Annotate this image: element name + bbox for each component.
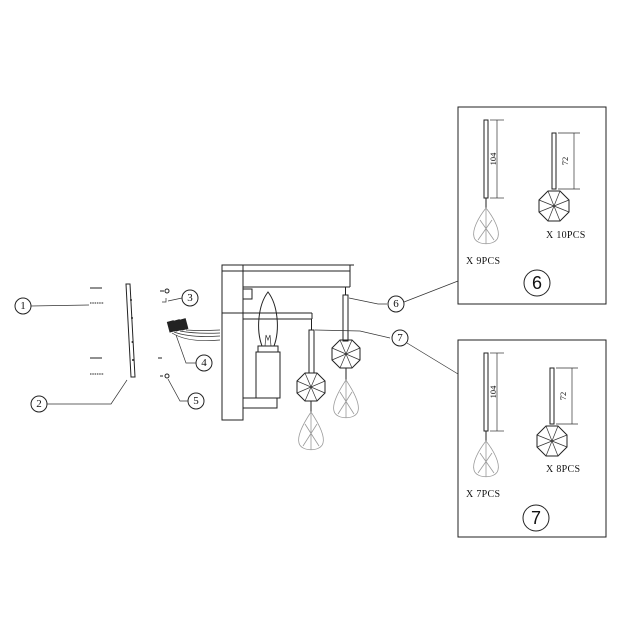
panel-7-long-dim: 104	[488, 385, 498, 399]
panel-6-short-qty: X 10PCS	[546, 230, 586, 241]
callout-5-label: 5	[193, 395, 199, 407]
panel-7-short-dim: 72	[558, 392, 568, 401]
screws-part-1	[90, 287, 104, 375]
callout-4-label: 4	[201, 357, 207, 369]
callout-5: 5	[167, 378, 205, 410]
panel-6-long-dim: 104	[488, 152, 498, 166]
panel-6-long-rod: 104	[473, 119, 504, 245]
callout-2-label: 2	[36, 398, 42, 410]
panel-7-short-rod: 72	[536, 367, 578, 457]
panel-6-short-rod: 72	[538, 132, 580, 222]
panel-6-long-qty: X 9PCS	[466, 256, 500, 267]
crystal-hanger-long	[331, 287, 361, 419]
panel-7-short-qty: X 8PCS	[546, 464, 580, 475]
callout-1-label: 1	[20, 300, 26, 312]
callout-7: 7	[314, 329, 459, 375]
panel-7-long-rod: 104	[473, 352, 504, 478]
callout-6: 6	[348, 280, 459, 313]
callout-4: 4	[175, 334, 213, 372]
sconce-frame	[221, 264, 354, 421]
callout-3-label: 3	[187, 292, 193, 304]
panel-7-number: 7	[531, 508, 541, 528]
panel-part-6: 104 X 9PCS 72 X 10PCS 6	[457, 106, 607, 305]
nut-part-3	[160, 288, 170, 303]
callout-6-label: 6	[393, 298, 399, 310]
panel-7-long-qty: X 7PCS	[466, 489, 500, 500]
candle-bulb	[255, 291, 281, 399]
callout-3: 3	[167, 289, 199, 307]
nut-part-5	[158, 357, 170, 379]
callout-1: 1	[14, 297, 90, 315]
panel-6-number: 6	[532, 273, 542, 293]
callout-7-label: 7	[397, 332, 403, 344]
crystal-hanger-short	[296, 319, 326, 451]
panel-6-short-dim: 72	[560, 157, 570, 166]
mounting-bar-part-2	[125, 283, 136, 378]
callout-2: 2	[30, 379, 128, 413]
panel-part-7: 104 X 7PCS 72 X 8PCS 7	[457, 339, 607, 538]
wire-connectors-part-4	[166, 318, 221, 342]
